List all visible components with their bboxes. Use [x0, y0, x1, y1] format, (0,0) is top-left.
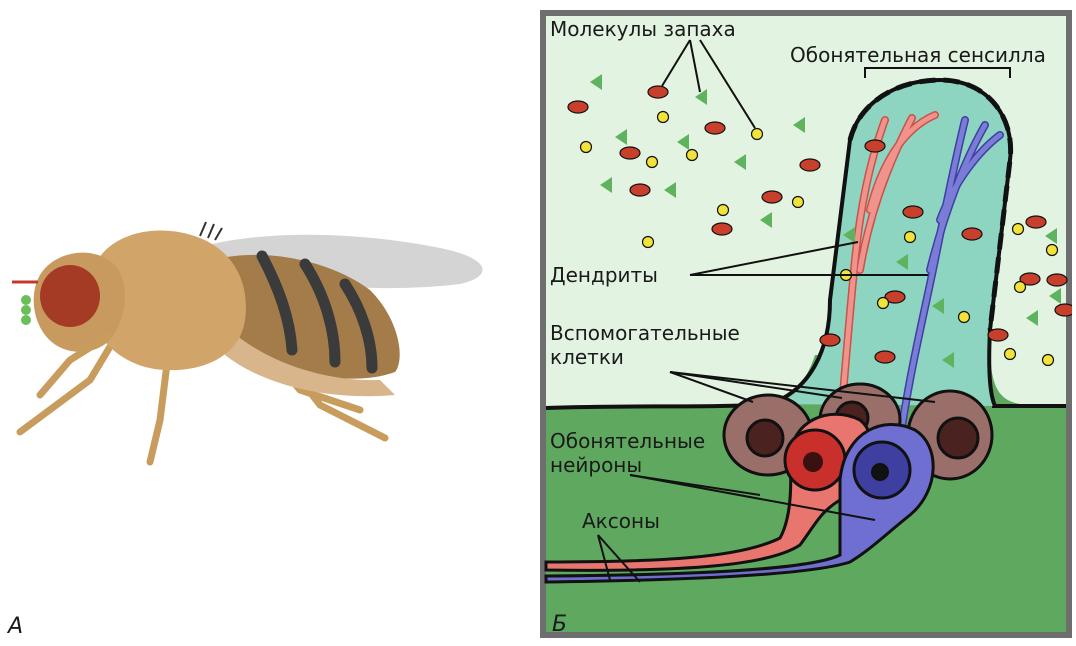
- fly-bristles: [200, 222, 222, 240]
- label-dendrites: Дендриты: [550, 263, 658, 287]
- label-sensillum: Обонятельная сенсилла: [790, 43, 1046, 67]
- label-neurons-line1: Обонятельные: [550, 429, 705, 453]
- panel-b-letter: Б: [552, 612, 567, 637]
- fly-illustration: [0, 0, 540, 646]
- label-axons: Аксоны: [582, 509, 660, 533]
- panel-a-letter: А: [8, 614, 23, 639]
- label-support-cells-line2: клетки: [550, 345, 624, 369]
- sensillum-diagram: Молекулы запаха Обонятельная сенсилла Де…: [540, 10, 1072, 638]
- label-odor-molecules: Молекулы запаха: [550, 17, 736, 41]
- fly-eye: [40, 265, 100, 327]
- label-neurons-line2: нейроны: [550, 453, 642, 477]
- label-support-cells-line1: Вспомогательные: [550, 321, 740, 345]
